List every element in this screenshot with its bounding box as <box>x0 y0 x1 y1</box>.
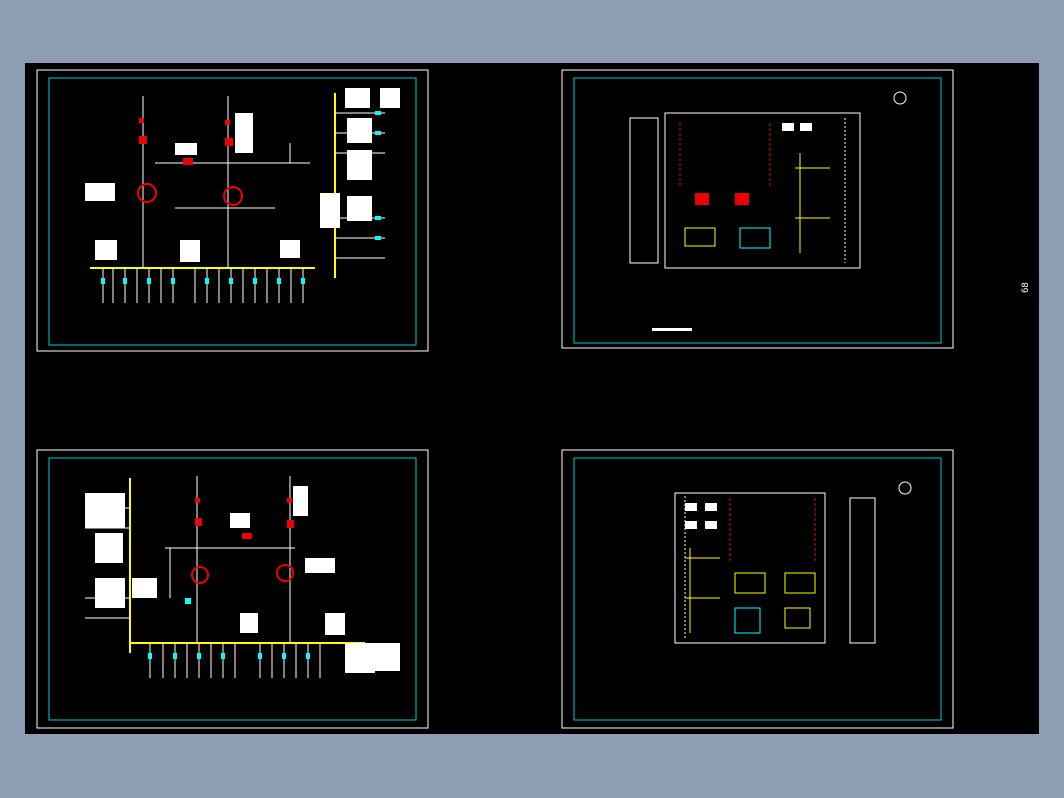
sheet-single-line-diagram-1[interactable] <box>35 68 430 353</box>
drawing-canvas: 68 <box>25 63 1039 734</box>
page-number: 68 <box>1021 282 1031 293</box>
sheet-single-line-diagram-2[interactable] <box>35 448 430 730</box>
sheet-layout-plan-2[interactable] <box>560 448 955 730</box>
transformer-symbols <box>137 118 243 206</box>
sheet-layout-plan-1[interactable] <box>560 68 955 353</box>
